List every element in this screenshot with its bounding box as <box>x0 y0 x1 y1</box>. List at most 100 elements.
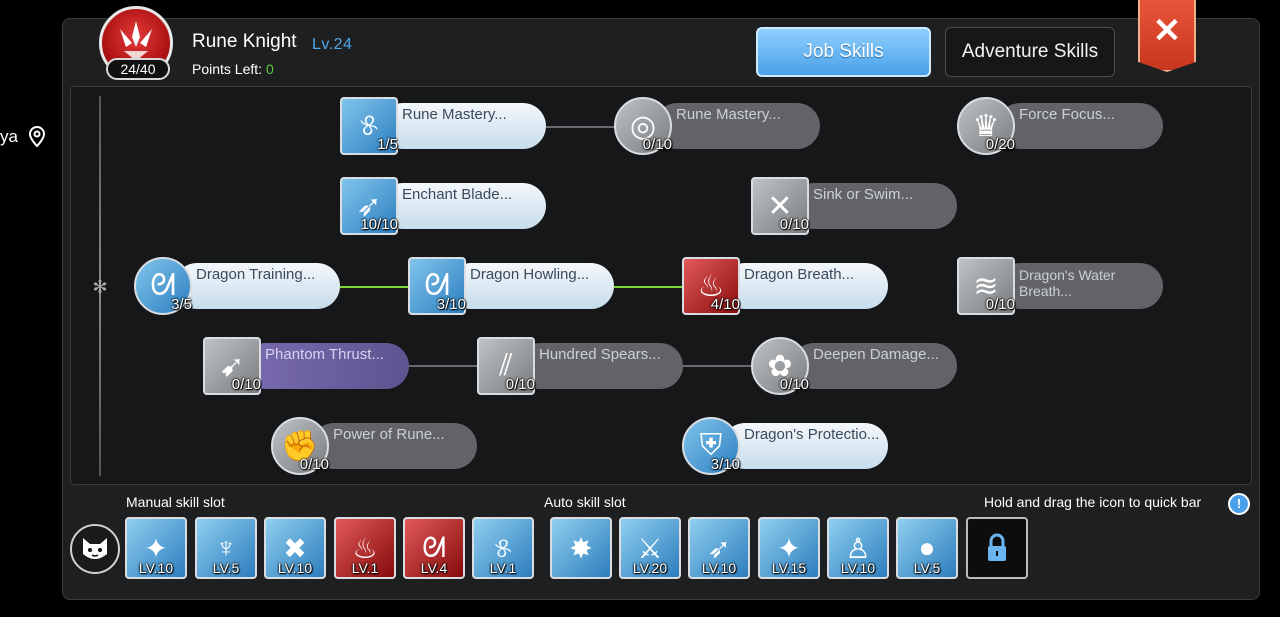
skill-node-deepen-damage[interactable]: Deepen Damage... ✿ 0/10 <box>751 337 961 395</box>
job-name: Rune Knight <box>192 31 297 52</box>
phantom-thrust-icon: ➹ <box>203 337 261 395</box>
skill-name: Dragon's Water Breath... <box>997 263 1163 309</box>
skill-node-dragon-breath[interactable]: Dragon Breath... ♨ 4/10 <box>682 257 892 315</box>
skill-node-hundred-spears[interactable]: Hundred Spears... ⫽ 0/10 <box>477 337 687 395</box>
blade-icon: ➶ <box>340 177 398 235</box>
slot-level: LV.1 <box>351 560 379 576</box>
dragon-breath-icon: ♨ <box>682 257 740 315</box>
skill-node-power-of-rune[interactable]: Power of Rune... ✊ 0/10 <box>271 417 481 475</box>
skill-name: Sink or Swim... <box>791 183 957 229</box>
skill-node-phantom-thrust[interactable]: Phantom Thrust... ➹ 0/10 <box>203 337 413 395</box>
skill-node-rune-mastery[interactable]: Rune Mastery... ୫ 1/5 <box>340 97 550 155</box>
skill-name: Phantom Thrust... <box>243 343 409 389</box>
dragon-howl-icon: ᘛ <box>408 257 466 315</box>
skill-name: Force Focus... <box>997 103 1163 149</box>
skill-name: Hundred Spears... <box>517 343 683 389</box>
manual-slot-label: Manual skill slot <box>126 494 225 510</box>
job-level: Lv.24 <box>312 36 353 53</box>
rune-icon: ୫ <box>340 97 398 155</box>
sparkle-sword-icon: ✦ <box>777 532 801 564</box>
tab-job-skills[interactable]: Job Skills <box>756 27 931 77</box>
dragon-breath-icon: ᘛ <box>422 531 446 563</box>
figure-icon: ♙ <box>845 532 871 564</box>
skill-level: 0/10 <box>985 296 1015 313</box>
skill-level: 3/5 <box>171 296 192 313</box>
manual-skill-slot[interactable]: ᘛ LV.4 <box>403 517 465 579</box>
skill-name: Dragon's Protectio... <box>722 423 888 469</box>
skill-level: 0/20 <box>985 136 1015 153</box>
manual-skill-slot[interactable]: ♆ LV.5 <box>195 517 257 579</box>
auto-skill-slot[interactable]: ➶ LV.10 <box>688 517 750 579</box>
slot-level: LV.10 <box>701 560 737 576</box>
skill-level: 4/10 <box>710 296 740 313</box>
fire-aura-icon: ♨ <box>352 532 378 564</box>
skill-node-enchant-blade[interactable]: Enchant Blade... ➶ 10/10 <box>340 177 550 235</box>
tree-rail <box>99 96 101 476</box>
slot-level: LV.10 <box>840 560 876 576</box>
skill-node-dragon-howling[interactable]: Dragon Howling... ᘛ 3/10 <box>408 257 618 315</box>
points-left: Points Left: 0 <box>192 61 274 77</box>
sword-icon: ⚔ <box>637 532 663 564</box>
close-icon: ✕ <box>1152 12 1182 50</box>
lock-icon <box>988 533 1006 561</box>
rune-circle-icon: ◎ <box>614 97 672 155</box>
connector <box>546 126 616 128</box>
cross-slash-icon: ✖ <box>283 532 307 564</box>
skill-name: Dragon Training... <box>174 263 340 309</box>
location-pin-icon <box>28 126 45 148</box>
manual-skill-slot[interactable]: ୫ LV.1 <box>472 517 534 579</box>
hint-text: Hold and drag the icon to quick bar <box>984 494 1202 510</box>
skill-name: Dragon Breath... <box>722 263 888 309</box>
spears-icon: ⫽ <box>477 337 535 395</box>
sink-swim-icon: ✕ <box>751 177 809 235</box>
connector <box>408 365 478 367</box>
slot-level: LV.20 <box>632 560 668 576</box>
connector <box>340 286 410 288</box>
locked-skill-slot[interactable] <box>966 517 1028 579</box>
manual-skill-slot[interactable]: ✦ LV.10 <box>125 517 187 579</box>
slot-level: LV.15 <box>771 560 807 576</box>
pet-button[interactable] <box>70 524 120 574</box>
auto-slot-label: Auto skill slot <box>544 494 626 510</box>
location-text: ya <box>0 127 18 146</box>
skill-level: 10/10 <box>360 216 398 233</box>
slot-level: LV.10 <box>277 560 313 576</box>
power-rune-icon: ✊ <box>271 417 329 475</box>
skill-node-force-focus[interactable]: Force Focus... ♛ 0/20 <box>957 97 1167 155</box>
deepen-damage-icon: ✿ <box>751 337 809 395</box>
auto-skill-slot[interactable]: ♙ LV.10 <box>827 517 889 579</box>
slot-level: LV.5 <box>212 560 240 576</box>
dragon-icon: ᘛ <box>134 257 192 315</box>
skill-level: 3/10 <box>710 456 740 473</box>
skill-name: Power of Rune... <box>311 423 477 469</box>
slot-level: LV.10 <box>138 560 174 576</box>
tab-adventure-skills[interactable]: Adventure Skills <box>945 27 1115 77</box>
auto-skill-slot[interactable]: ✦ LV.15 <box>758 517 820 579</box>
connector <box>682 365 752 367</box>
auto-skill-slot[interactable]: ● LV.5 <box>896 517 958 579</box>
skill-level: 0/10 <box>779 376 809 393</box>
slot-level: LV.4 <box>420 560 448 576</box>
skill-node-dragon-training[interactable]: Dragon Training... ᘛ 3/5 <box>134 257 344 315</box>
close-button[interactable]: ✕ <box>1138 0 1196 72</box>
blade-icon: ➶ <box>707 532 731 564</box>
skill-level: 3/10 <box>436 296 466 313</box>
info-icon[interactable]: ! <box>1228 493 1250 515</box>
force-focus-icon: ♛ <box>957 97 1015 155</box>
skill-level: 0/10 <box>779 216 809 233</box>
rune-icon: ୫ <box>494 531 512 563</box>
manual-skill-slot[interactable]: ♨ LV.1 <box>334 517 396 579</box>
cat-face-icon <box>83 538 107 559</box>
skill-node-dragons-protection[interactable]: Dragon's Protectio... ⛨ 3/10 <box>682 417 892 475</box>
slot-level: LV.1 <box>489 560 517 576</box>
auto-skill-slot[interactable]: ⚔ LV.20 <box>619 517 681 579</box>
skill-node-rune-mastery-2[interactable]: Rune Mastery... ◎ 0/10 <box>614 97 824 155</box>
points-left-label: Points Left: <box>192 61 263 77</box>
sparkle-orb-icon: ✦ <box>144 532 168 564</box>
location-label: ya <box>0 126 46 148</box>
auto-skill-slot[interactable]: ✸ <box>550 517 612 579</box>
skill-node-sink-or-swim[interactable]: Sink or Swim... ✕ 0/10 <box>751 177 961 235</box>
manual-skill-slot[interactable]: ✖ LV.10 <box>264 517 326 579</box>
skill-node-dragons-water-breath[interactable]: Dragon's Water Breath... ≋ 0/10 <box>957 257 1167 315</box>
water-breath-icon: ≋ <box>957 257 1015 315</box>
